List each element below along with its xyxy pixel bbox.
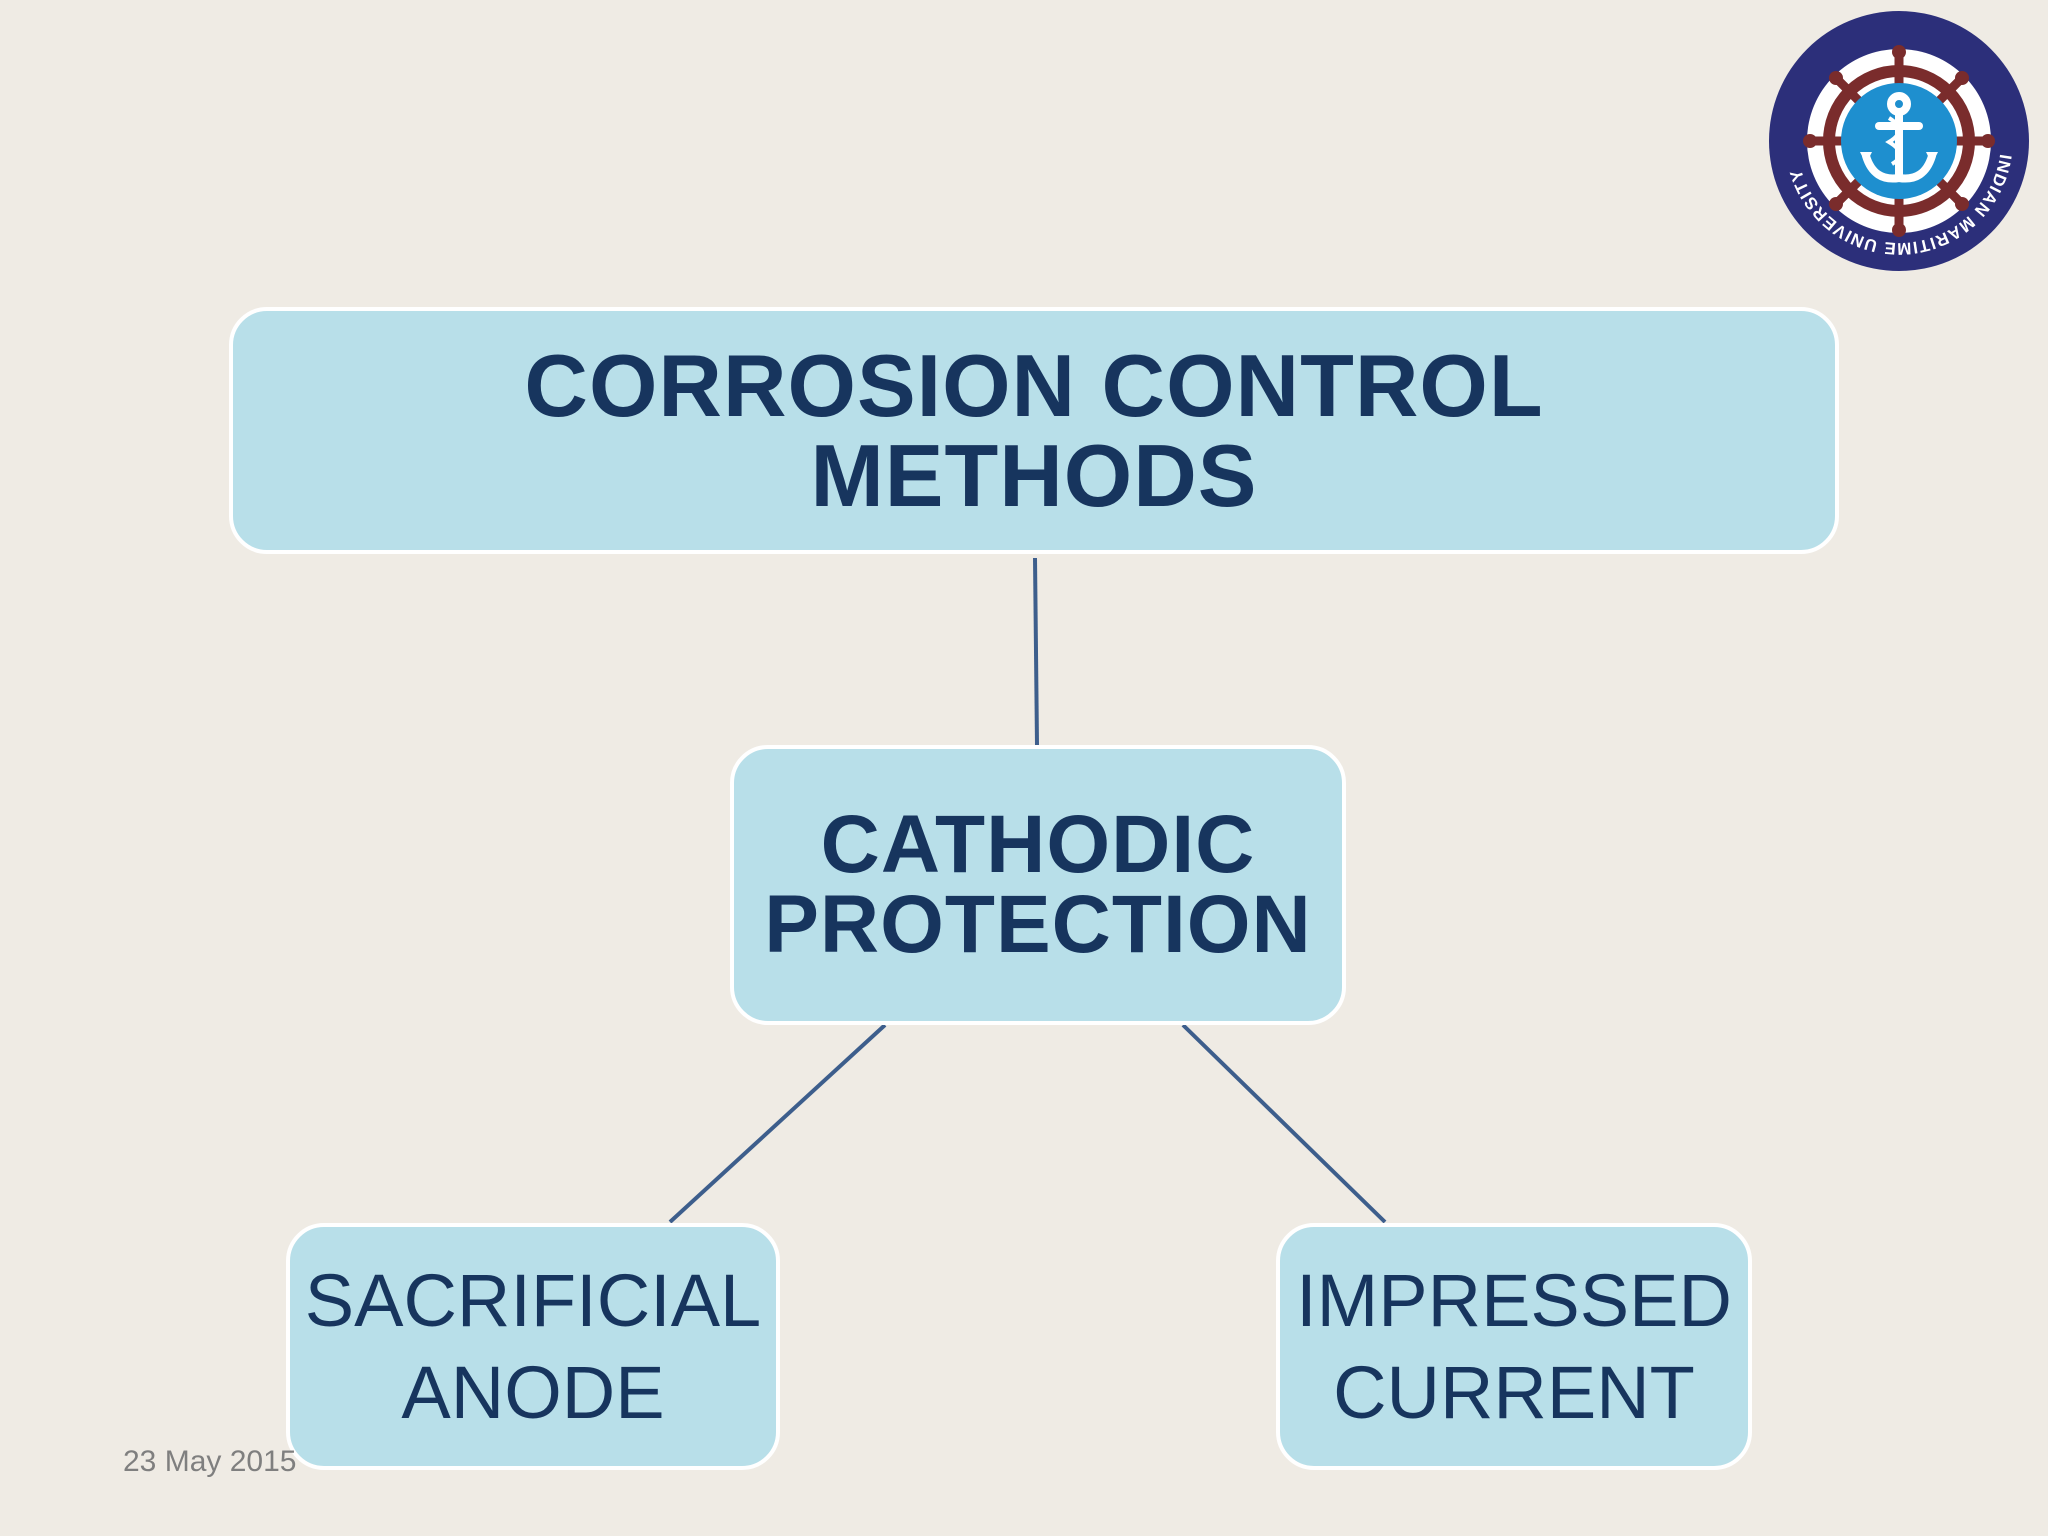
connector-middle-to-right <box>1181 1023 1387 1224</box>
node-right-line-1: IMPRESSED <box>1296 1258 1732 1342</box>
node-sacrificial-anode: SACRIFICIAL ANODE <box>286 1223 780 1470</box>
node-root-line-1: CORROSION CONTROL <box>524 335 1544 435</box>
node-right-line-2: CURRENT <box>1333 1350 1695 1434</box>
slide-date: 23 May 2015 <box>123 1445 297 1478</box>
node-left-line-1: SACRIFICIAL <box>304 1258 762 1342</box>
node-root-line-2: METHODS <box>810 425 1258 525</box>
node-left-line-2: ANODE <box>401 1350 665 1434</box>
node-corrosion-control-methods: CORROSION CONTROL METHODS <box>229 307 1839 554</box>
node-cathodic-protection: CATHODIC PROTECTION <box>730 745 1346 1025</box>
node-middle-line-2: PROTECTION <box>764 879 1312 970</box>
node-middle-line-1: CATHODIC <box>820 799 1256 890</box>
node-impressed-current: IMPRESSED CURRENT <box>1276 1223 1752 1470</box>
connector-root-to-middle <box>1033 557 1039 746</box>
university-logo-icon: INDIAN MARITIME UNIVERSITY <box>1769 11 2029 271</box>
connector-middle-to-left <box>668 1023 887 1224</box>
